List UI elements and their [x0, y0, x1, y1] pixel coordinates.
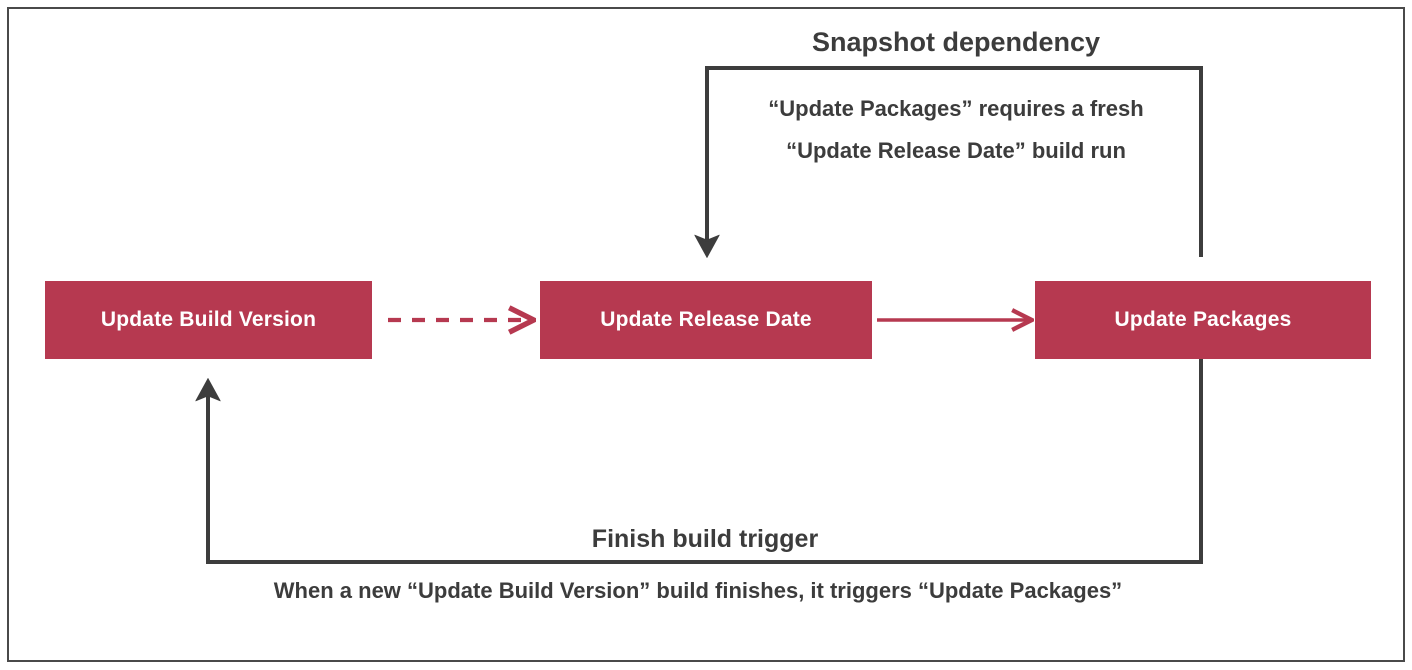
finish-build-trigger-description: When a new “Update Build Version” build …: [273, 578, 1123, 603]
snapshot-dependency-description-line-2: “Update Release Date” build run: [786, 138, 1126, 163]
snapshot-dependency-title: Snapshot dependency: [811, 27, 1101, 57]
node-update-build-version[interactable]: Update Build Version: [45, 281, 372, 359]
finish-build-trigger-title: Finish build trigger: [591, 525, 819, 553]
node-update-packages[interactable]: Update Packages: [1035, 281, 1371, 359]
node-label: Update Release Date: [600, 308, 812, 331]
node-label: Update Build Version: [100, 308, 317, 331]
node-label: Update Packages: [1114, 308, 1292, 331]
node-update-release-date[interactable]: Update Release Date: [540, 281, 872, 359]
snapshot-dependency-description-line-1: “Update Packages” requires a fresh: [768, 96, 1144, 121]
